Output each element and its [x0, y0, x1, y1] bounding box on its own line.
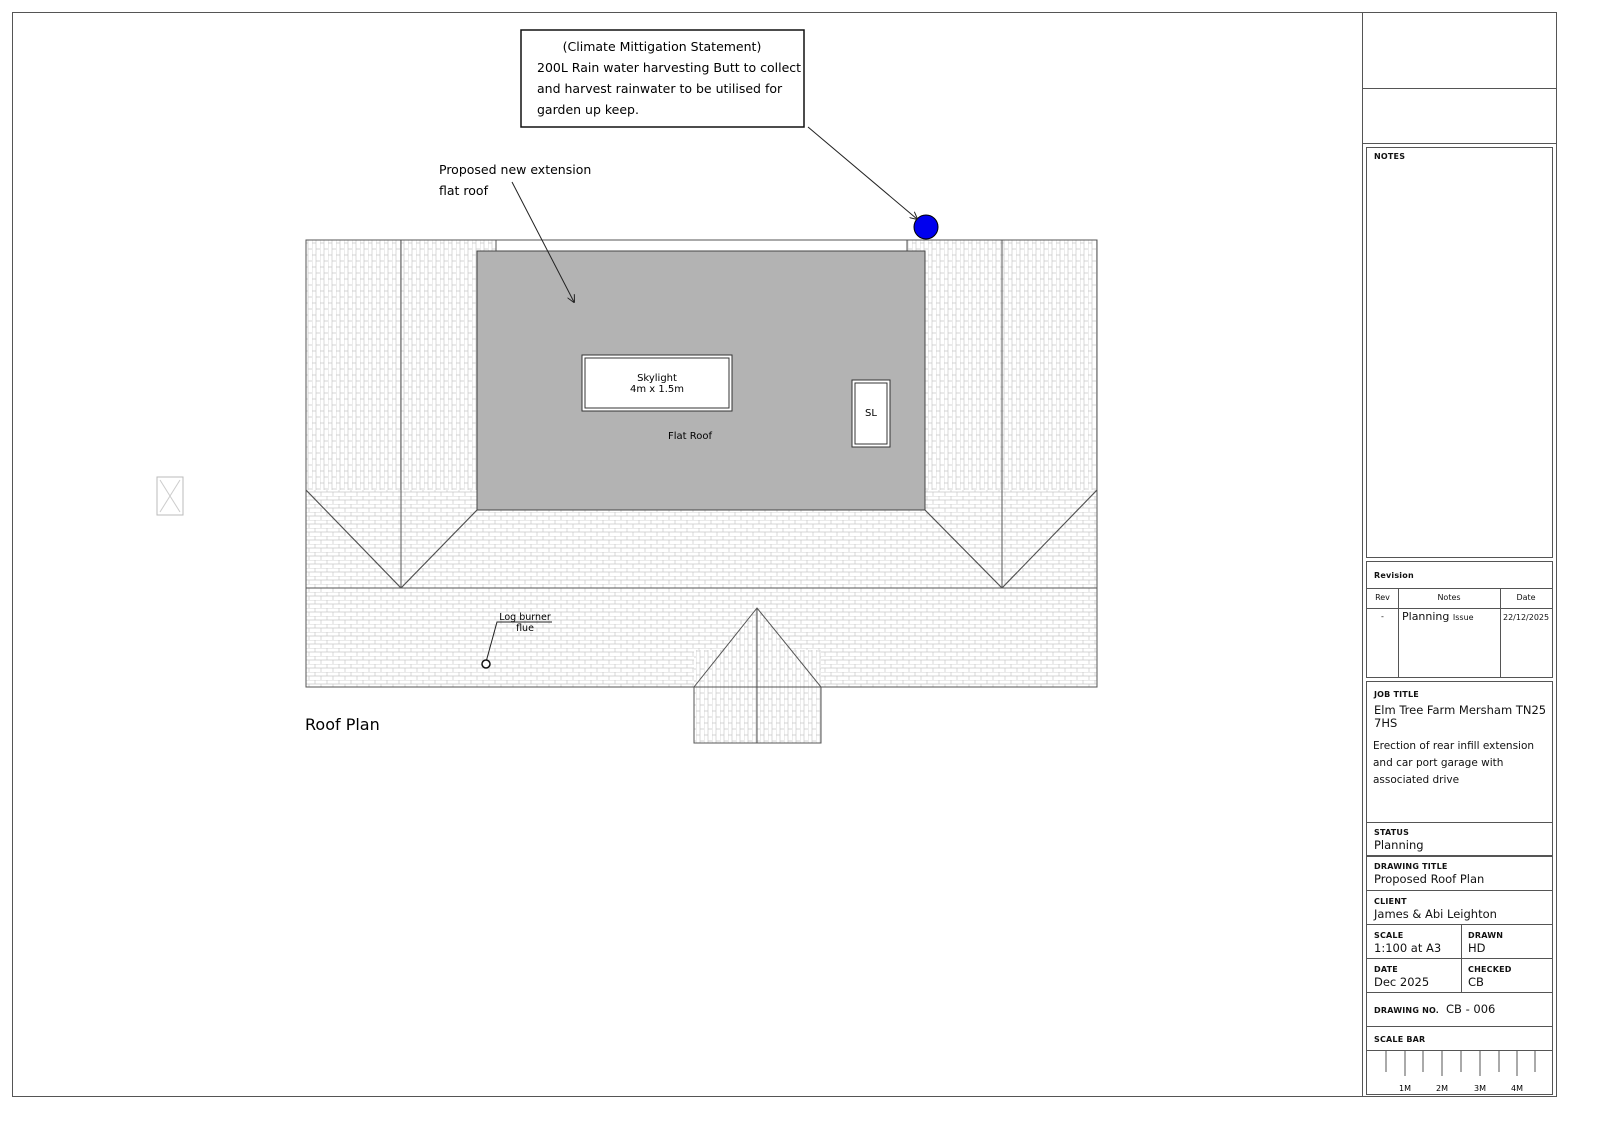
note-cell: Planning	[1402, 610, 1450, 623]
client-label: CLIENT	[1374, 897, 1407, 906]
scale-value: 1:100 at A3	[1374, 941, 1442, 955]
drawn-value: HD	[1468, 941, 1486, 955]
scale-tick-label: 2M	[1436, 1084, 1448, 1093]
notes-header: Notes	[1437, 593, 1461, 602]
scale-tick-label: 4M	[1511, 1084, 1523, 1093]
sl-label: SL	[865, 408, 877, 419]
flue-icon	[481, 659, 491, 669]
scale-bar-box: SCALE BAR 1M 2M 3M 4M	[1366, 1026, 1553, 1095]
date-checked-box: DATE Dec 2025 CHECKED CB	[1366, 958, 1553, 993]
notes-box: NOTES	[1366, 147, 1553, 558]
status-label: STATUS	[1374, 828, 1410, 837]
drawing-title: Proposed Roof Plan	[1374, 872, 1485, 886]
client-name: James & Abi Leighton	[1374, 907, 1497, 921]
job-description: Erection of rear infill extension and ca…	[1373, 740, 1535, 786]
job-title-label: JOB TITLE	[1374, 690, 1419, 699]
date-cell: 22/12/2025	[1503, 613, 1550, 622]
leader-arrow	[807, 126, 917, 219]
scale-label: SCALE	[1374, 931, 1404, 940]
callout-line: and harvest rainwater to be utilised for	[537, 81, 783, 96]
rev-cell: -	[1381, 612, 1384, 621]
drawing-no-box: DRAWING NO. CB - 006	[1366, 992, 1553, 1027]
notes-label: NOTES	[1374, 152, 1406, 161]
drawing-no-label: DRAWING NO.	[1374, 1006, 1440, 1015]
drawn-label: DRAWN	[1468, 931, 1504, 940]
skylight-label: Skylight	[637, 373, 677, 384]
drawing-caption: Roof Plan	[305, 715, 380, 734]
scale-tick-label: 3M	[1474, 1084, 1486, 1093]
status-value: Planning	[1374, 838, 1424, 852]
pitched-roof	[305, 239, 1098, 744]
callout-line: garden up keep.	[537, 102, 639, 117]
revision-box: Revision Rev Notes Date - Planning Issue…	[1366, 561, 1553, 678]
checked-value: CB	[1468, 975, 1484, 989]
roof-plan-drawing: Skylight 4m x 1.5m SL Flat Roof (Climate…	[156, 29, 1098, 744]
extension-label: flat roof	[439, 183, 489, 198]
callout-line: 200L Rain water harvesting Butt to colle…	[537, 60, 801, 75]
scale-bar: 1M 2M 3M 4M	[1385, 1050, 1536, 1093]
rev-header: Rev	[1375, 593, 1390, 602]
climate-statement-box	[520, 29, 805, 128]
revision-label: Revision	[1374, 571, 1414, 580]
skylight-size: 4m x 1.5m	[630, 384, 684, 395]
scale-drawn-box: SCALE 1:100 at A3 DRAWN HD	[1366, 924, 1553, 993]
client-box: CLIENT James & Abi Leighton	[1366, 890, 1553, 925]
scale-tick-label: 1M	[1399, 1084, 1411, 1093]
job-title: Elm Tree Farm Mersham TN25 7HS	[1374, 703, 1547, 730]
extension-label: Proposed new extension	[439, 162, 591, 177]
checked-label: CHECKED	[1468, 965, 1512, 974]
drawing-title-box: DRAWING TITLE Proposed Roof Plan	[1366, 856, 1553, 891]
date-label: DATE	[1374, 965, 1398, 974]
leader-arrow	[511, 181, 574, 302]
small-skylight: SL	[851, 379, 891, 448]
flue-label: Log burner	[499, 612, 551, 623]
date-header: Date	[1516, 593, 1536, 602]
date-value: Dec 2025	[1374, 975, 1430, 989]
drawing-no: CB - 006	[1446, 1002, 1496, 1016]
water-butt-icon	[913, 214, 939, 240]
scale-bar-label: SCALE BAR	[1374, 1035, 1426, 1044]
drawing-title-label: DRAWING TITLE	[1374, 862, 1448, 871]
drawing-border	[12, 12, 1557, 1097]
title-block-panel	[1362, 12, 1557, 1097]
status-box: STATUS Planning	[1366, 822, 1553, 856]
job-title-box: JOB TITLE Elm Tree Farm Mersham TN25 7HS…	[1366, 681, 1553, 823]
flue-label: flue	[516, 623, 534, 634]
flat-roof-label: Flat Roof	[668, 431, 712, 442]
placeholder-icon	[156, 476, 184, 516]
skylight: Skylight 4m x 1.5m	[581, 354, 733, 412]
note-sub: Issue	[1452, 613, 1474, 622]
callout-title: (Climate Mittigation Statement)	[563, 39, 762, 54]
